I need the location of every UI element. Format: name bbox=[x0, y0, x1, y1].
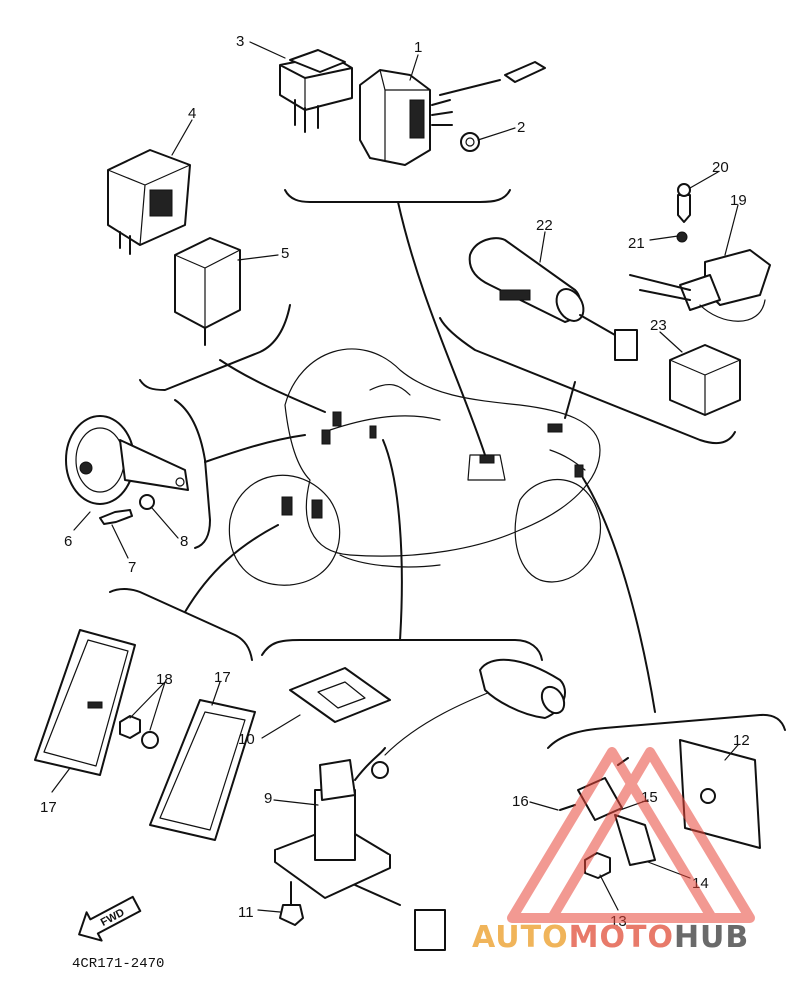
diagram-part-code: 4CR171-2470 bbox=[72, 956, 164, 972]
callout-5: 5 bbox=[281, 245, 289, 262]
callout-22: 22 bbox=[536, 217, 553, 234]
plate-part-12 bbox=[679, 739, 761, 849]
motorcycle-outline bbox=[228, 348, 602, 586]
callout-2: 2 bbox=[517, 119, 525, 136]
watermark-moto: MOTO bbox=[569, 920, 674, 955]
callout-17-right: 17 bbox=[214, 669, 231, 686]
starter-relay-part-1 bbox=[359, 61, 546, 166]
flasher-relay-part-5 bbox=[174, 237, 241, 346]
relay-part-3 bbox=[279, 49, 353, 133]
watermark-hub: HUB bbox=[674, 920, 749, 955]
watermark-triangle-icon bbox=[507, 747, 755, 923]
callout-21: 21 bbox=[628, 235, 645, 252]
callout-12: 12 bbox=[733, 732, 750, 749]
unit-part-23 bbox=[669, 344, 741, 416]
horn-part-6 bbox=[65, 415, 189, 525]
callout-23: 23 bbox=[650, 317, 667, 334]
callout-19: 19 bbox=[730, 192, 747, 209]
reflector-part-17-left bbox=[34, 629, 136, 776]
leader-lines bbox=[109, 189, 786, 749]
automotohub-watermark: AUTOMOTOHUB bbox=[472, 747, 755, 955]
control-unit-part-4 bbox=[107, 149, 191, 255]
callout-6: 6 bbox=[64, 533, 72, 550]
nuts-part-18 bbox=[119, 715, 159, 749]
svg-text:AUTOMOTOHUB: AUTOMOTOHUB bbox=[472, 920, 749, 955]
gasket-part-10 bbox=[289, 667, 391, 723]
callout-9: 9 bbox=[264, 790, 272, 807]
callout-16: 16 bbox=[512, 793, 529, 810]
callout-1: 1 bbox=[414, 39, 422, 56]
callout-leaders bbox=[51, 41, 739, 913]
bolt-part-11 bbox=[279, 881, 304, 926]
cylinder-part-22 bbox=[468, 237, 638, 361]
fwd-arrow: FWD bbox=[78, 895, 142, 942]
watermark-auto: AUTO bbox=[472, 920, 569, 955]
callout-18: 18 bbox=[156, 671, 173, 688]
callout-10: 10 bbox=[238, 731, 255, 748]
callout-4: 4 bbox=[188, 105, 196, 122]
callout-11: 11 bbox=[238, 904, 254, 921]
switch-part-19 bbox=[629, 183, 771, 322]
reflector-part-17-right bbox=[149, 699, 256, 841]
callout-7: 7 bbox=[128, 559, 136, 576]
callout-8: 8 bbox=[180, 533, 188, 550]
callout-3: 3 bbox=[236, 33, 244, 50]
callout-20: 20 bbox=[712, 159, 729, 176]
fuel-pump-part-9 bbox=[274, 658, 566, 951]
callout-17-left: 17 bbox=[40, 799, 57, 816]
